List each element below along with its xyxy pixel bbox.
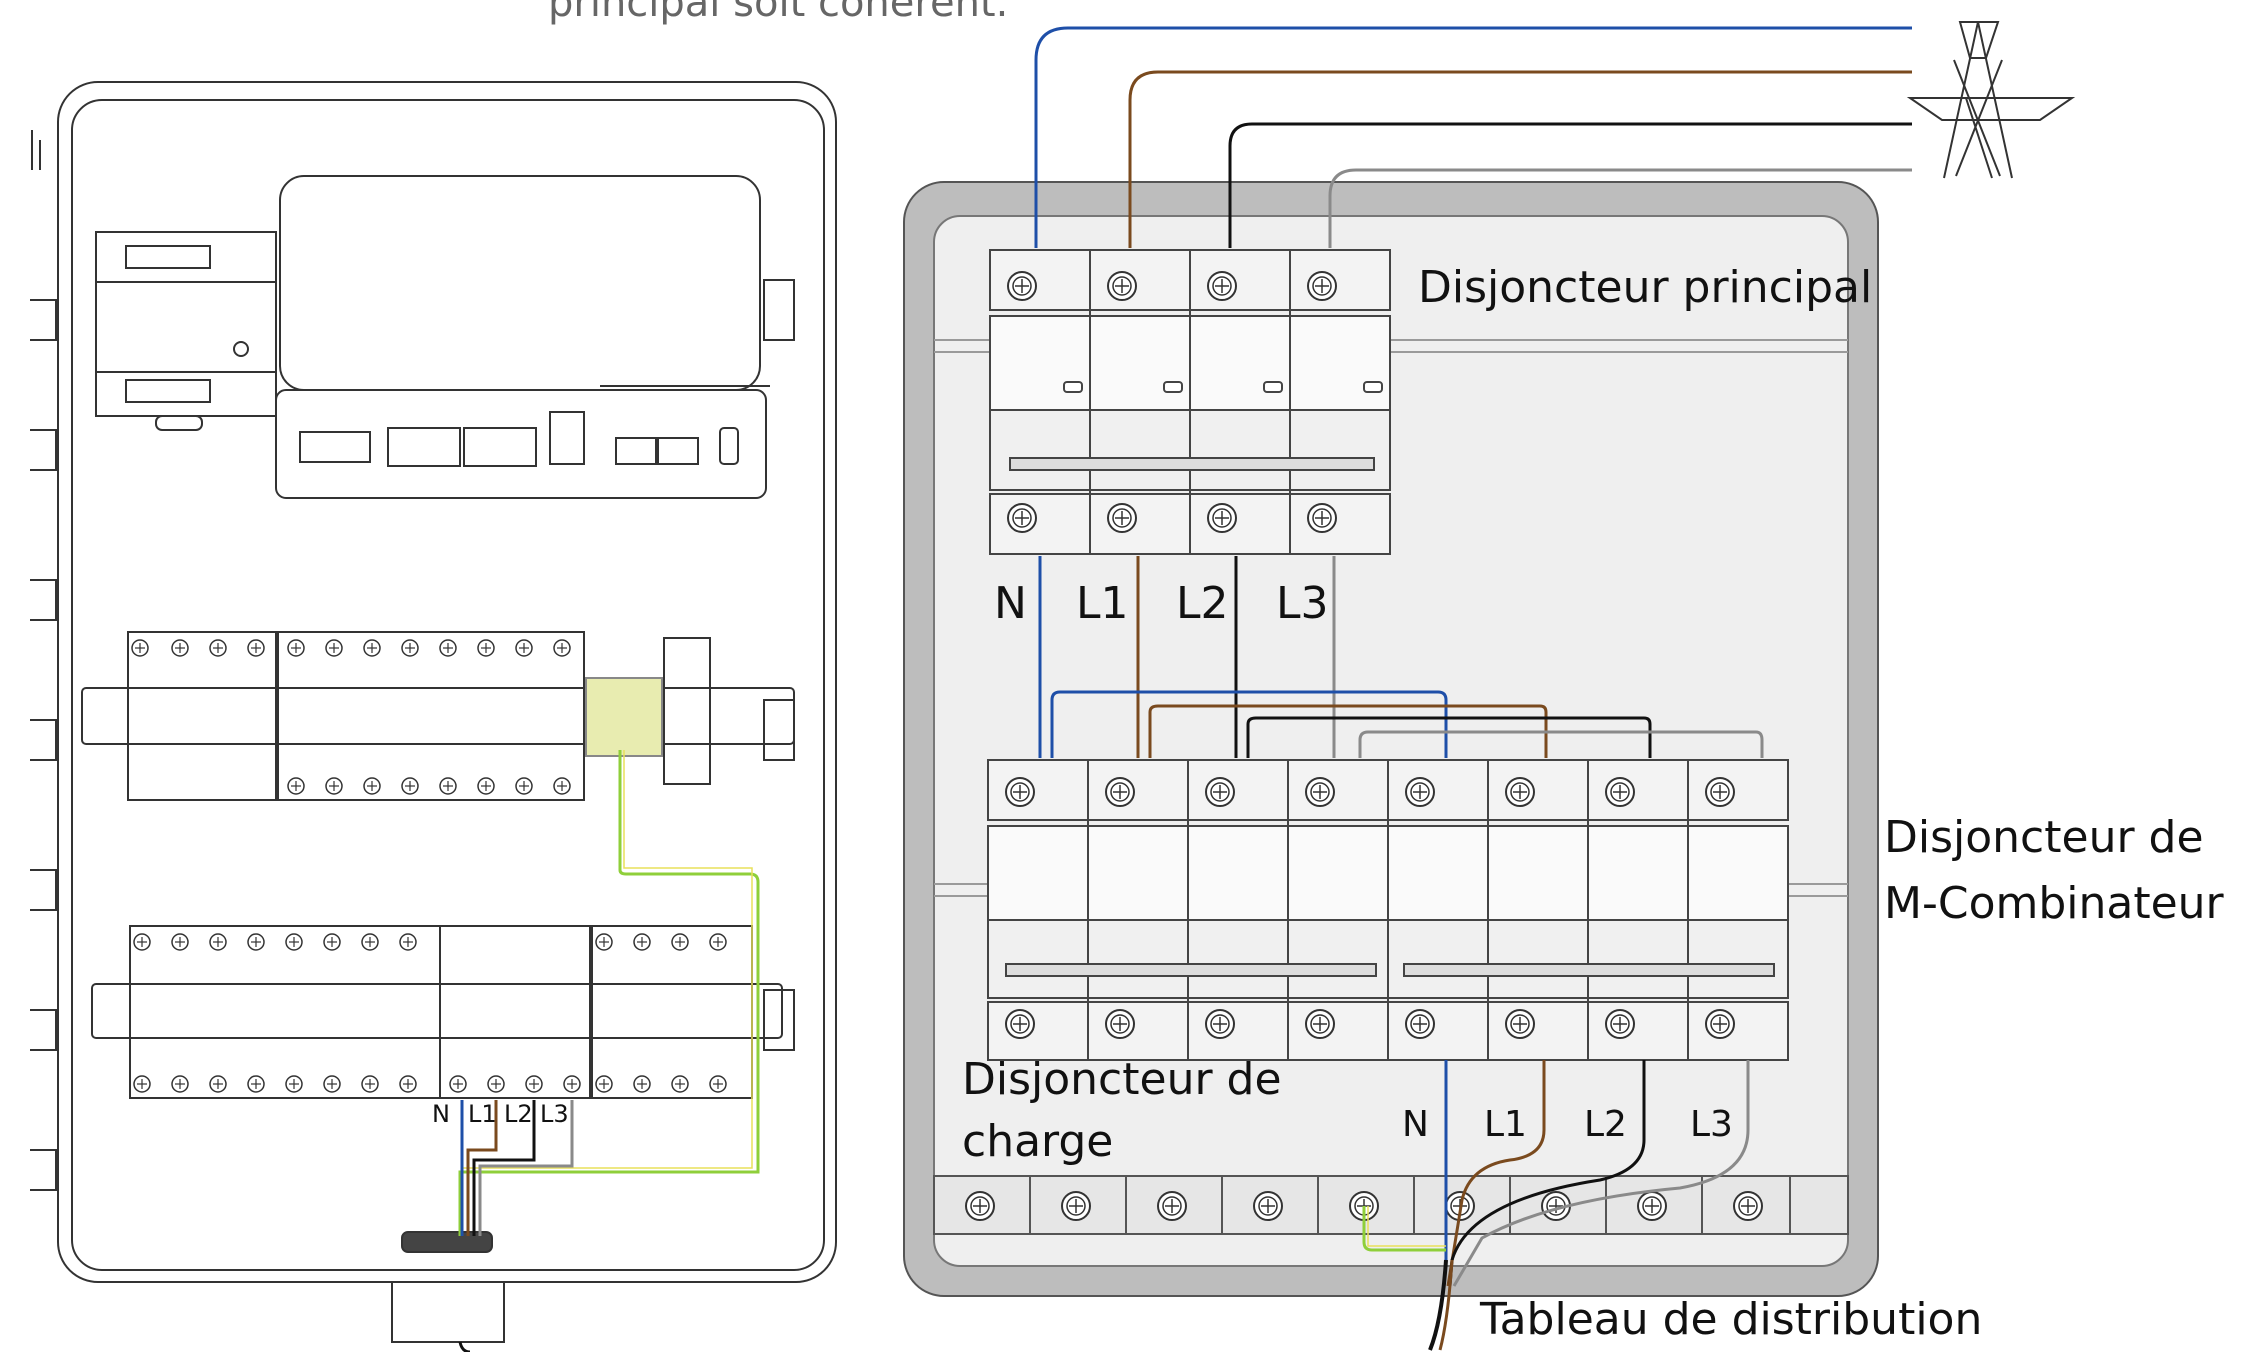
controller-module — [95, 175, 770, 499]
main-label-l2: L2 — [1176, 578, 1229, 629]
enclosure-hinges — [30, 130, 57, 1191]
out-label-l1: L1 — [1484, 1104, 1527, 1145]
left-enclosure — [30, 81, 837, 1343]
transmission-tower-icon — [1906, 21, 2076, 179]
main-label-l1: L1 — [1076, 578, 1129, 629]
left-label-l2: L2 — [504, 1100, 533, 1128]
left-label-l3: L3 — [540, 1100, 569, 1128]
main-label-l3: L3 — [1276, 578, 1329, 629]
left-label-n: N — [432, 1100, 450, 1128]
combiner-label-line2: M-Combinateur — [1884, 878, 2225, 929]
left-label-l1: L1 — [468, 1100, 497, 1128]
incoming-wires — [1034, 26, 1912, 248]
combiner-breaker-row — [987, 759, 1789, 1061]
main-breaker-label: Disjoncteur principal — [1418, 262, 1872, 313]
distribution-label: Tableau de distribution — [1479, 1294, 1982, 1345]
outgoing-wires — [1362, 1060, 1750, 1351]
load-label-line1: Disjoncteur de — [962, 1054, 1282, 1105]
load-label-line2: charge — [962, 1116, 1113, 1167]
combiner-label-line1: Disjoncteur de — [1884, 812, 2204, 863]
left-wiring — [458, 750, 760, 1352]
main-label-n: N — [994, 578, 1027, 629]
out-label-l3: L3 — [1690, 1104, 1733, 1145]
out-label-n: N — [1402, 1104, 1429, 1145]
out-label-l2: L2 — [1584, 1104, 1627, 1145]
interconnect-wires — [1038, 556, 1764, 758]
top-caption: principal soit cohérent. — [548, 0, 1008, 26]
